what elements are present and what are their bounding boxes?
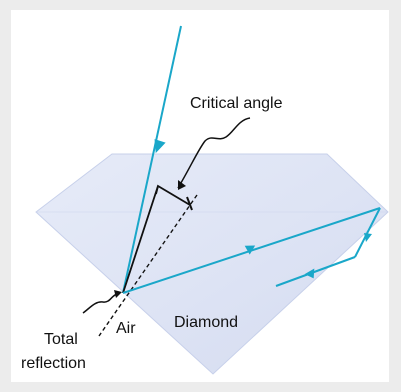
internal-ray-down xyxy=(354,207,381,258)
total-reflection-arrow xyxy=(114,290,122,298)
internal-ray-left-arrow xyxy=(304,268,315,279)
reflection-label: reflection xyxy=(21,355,86,372)
incident-ray-arrow xyxy=(154,139,166,154)
internal-ray-down-arrow xyxy=(364,233,372,242)
internal-ray-left xyxy=(275,256,356,287)
total-reflection-pointer xyxy=(82,293,118,314)
pointer-arrow xyxy=(178,180,186,190)
critical-angle-line xyxy=(122,185,159,294)
reflected-ray-arrow xyxy=(244,245,256,255)
critical-angle-pointer xyxy=(177,117,251,189)
air-label: Air xyxy=(116,320,136,337)
incident-ray xyxy=(122,25,182,294)
surface-normal xyxy=(98,194,198,337)
critical-angle-label: Critical angle xyxy=(190,95,283,112)
angle-bracket-end xyxy=(186,196,193,211)
diamond-label: Diamond xyxy=(174,314,238,331)
total-label: Total xyxy=(44,331,78,348)
angle-bracket xyxy=(155,184,191,206)
